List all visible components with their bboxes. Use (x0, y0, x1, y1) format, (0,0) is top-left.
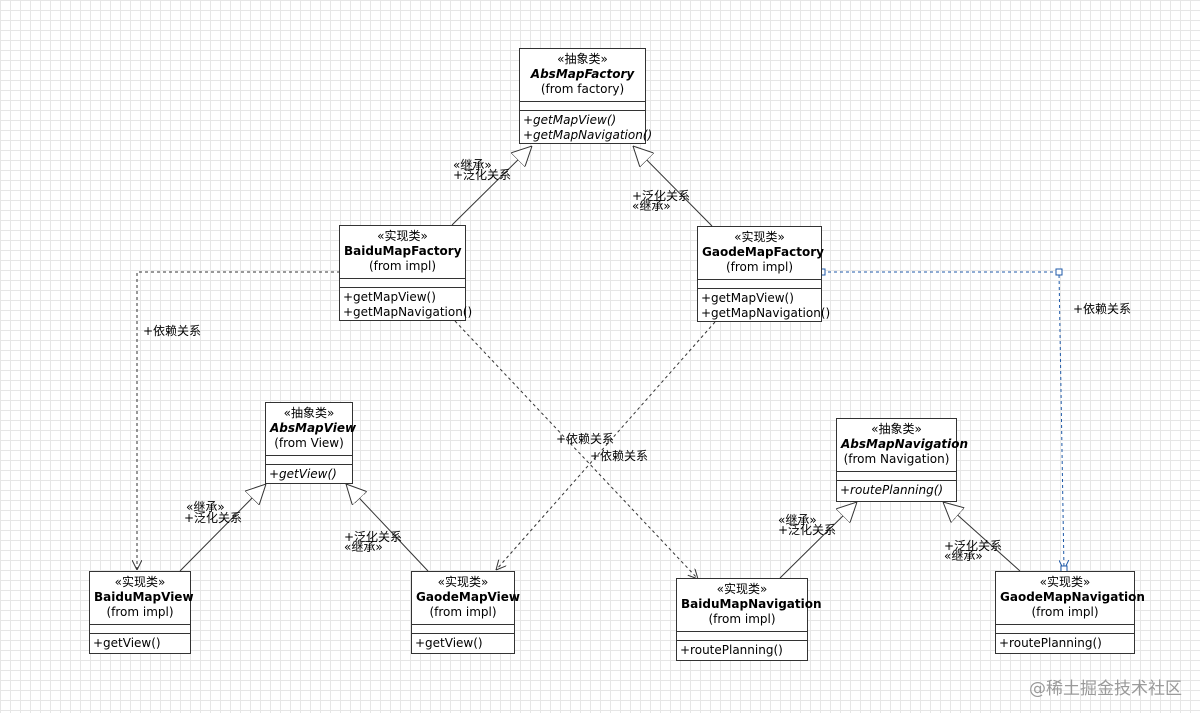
class-gaode-map-view[interactable]: «实现类» GaodeMapView (from impl) +getView(… (411, 571, 520, 654)
generalization-label: +泛化关系 (778, 523, 837, 537)
stereotype: «实现类» (377, 229, 428, 243)
package-label: (from impl) (1031, 605, 1099, 619)
package-label: (from View) (274, 436, 344, 450)
operations-compartment: +getMapView() +getMapNavigation() (698, 288, 831, 323)
package-label: (from impl) (429, 605, 497, 619)
class-gaode-map-factory[interactable]: «实现类» GaodeMapFactory (from impl) +getMa… (697, 226, 831, 323)
inherit-label: «继承» (944, 549, 983, 563)
attributes-compartment (698, 279, 821, 288)
class-name: BaiduMapView (94, 590, 194, 604)
class-gaode-map-navigation[interactable]: «实现类» GaodeMapNavigation (from impl) +ro… (995, 571, 1145, 654)
dependency-label: +依赖关系 (143, 324, 202, 338)
stereotype: «抽象类» (871, 422, 922, 436)
package-label: (from Navigation) (843, 452, 950, 466)
operation: +getMapView() (701, 291, 794, 305)
package-label: (from factory) (540, 82, 625, 96)
package-label: (from impl) (106, 605, 174, 619)
dep-baidu-factory-view (137, 271, 340, 570)
stereotype: «抽象类» (557, 52, 608, 66)
operations-compartment: +getMapView() +getMapNavigation() (340, 287, 473, 322)
package-label: (from impl) (725, 260, 794, 274)
operations-compartment: +routePlanning() (677, 640, 807, 660)
class-abs-map-factory[interactable]: «抽象类» AbsMapFactory (from factory) +getM… (519, 48, 653, 145)
operation: +routePlanning() (999, 636, 1102, 650)
gen-gaode-view (346, 484, 429, 572)
class-name: AbsMapNavigation (841, 437, 969, 451)
gen-baidu-factory (451, 146, 532, 226)
operation: +getView() (93, 636, 161, 650)
stereotype: «抽象类» (283, 406, 335, 420)
inherit-label: «继承» (186, 500, 225, 514)
generalization-label: +泛化关系 (344, 530, 403, 544)
class-name: AbsMapView (270, 421, 357, 435)
generalization-label: +泛化关系 (632, 189, 691, 203)
dependency-label: +依赖关系 (556, 432, 615, 446)
generalization-label: +泛化关系 (944, 539, 1003, 553)
watermark: @稀土掘金技术社区 (1029, 679, 1182, 699)
class-abs-map-view[interactable]: «抽象类» AbsMapView (from View) +getView() (265, 402, 357, 484)
class-baidu-map-navigation[interactable]: «实现类» BaiduMapNavigation (from impl) +ro… (676, 578, 822, 661)
inherit-label: «继承» (632, 199, 671, 213)
package-label: (from impl) (368, 259, 437, 273)
operation: +getMapNavigation() (523, 128, 653, 142)
stereotype: «实现类» (1039, 575, 1091, 589)
inherit-label: «继承» (453, 158, 492, 172)
operation: +getMapNavigation() (701, 306, 831, 320)
class-name: GaodeMapNavigation (1000, 590, 1145, 604)
gen-gaode-factory (633, 146, 713, 227)
class-baidu-map-factory[interactable]: «实现类» BaiduMapFactory (from impl) +getMa… (339, 225, 473, 322)
operation: +routePlanning() (840, 483, 944, 497)
operation: +getMapView() (523, 113, 617, 127)
operations-compartment: +routePlanning() (996, 633, 1134, 653)
inherit-label: «继承» (344, 540, 383, 554)
attributes-compartment (996, 624, 1134, 633)
operations-compartment: +getMapView() +getMapNavigation() (520, 110, 653, 145)
class-name: AbsMapFactory (530, 67, 635, 81)
attributes-compartment (412, 624, 514, 633)
operation: +getMapNavigation() (343, 305, 473, 319)
attributes-compartment (837, 471, 956, 480)
gen-baidu-view (179, 484, 266, 572)
operations-compartment: +getView() (412, 633, 514, 653)
package-label: (from impl) (708, 612, 776, 626)
attributes-compartment (340, 278, 465, 287)
class-abs-map-navigation[interactable]: «抽象类» AbsMapNavigation (from Navigation)… (836, 418, 969, 502)
stereotype: «实现类» (716, 582, 768, 596)
attributes-compartment (520, 101, 645, 110)
inherit-label: «继承» (778, 513, 817, 527)
class-name: BaiduMapFactory (344, 244, 462, 258)
generalization-label: +泛化关系 (453, 168, 512, 182)
operations-compartment: +routePlanning() (837, 480, 956, 500)
attributes-compartment (677, 631, 807, 640)
dep-gaode-factory-view (496, 321, 716, 570)
attributes-compartment (266, 455, 352, 464)
selection-handle[interactable] (1055, 268, 1063, 276)
operation: +getView() (269, 467, 337, 481)
stereotype: «实现类» (437, 575, 489, 589)
operation: +getMapView() (343, 290, 436, 304)
attributes-compartment (90, 624, 190, 633)
generalization-label: +泛化关系 (184, 511, 243, 525)
dep-baidu-factory-nav (454, 320, 698, 579)
class-name: BaiduMapNavigation (681, 597, 822, 611)
gen-baidu-nav (779, 502, 857, 579)
dependency-label: +依赖关系 (1073, 302, 1132, 316)
gen-gaode-nav (943, 502, 1021, 572)
operations-compartment: +getView() (266, 464, 352, 484)
dependency-label: +依赖关系 (590, 449, 649, 463)
operation: +routePlanning() (680, 643, 783, 657)
class-name: GaodeMapView (416, 590, 520, 604)
stereotype: «实现类» (114, 575, 166, 589)
class-name: GaodeMapFactory (702, 245, 824, 259)
operation: +getView() (415, 636, 483, 650)
class-baidu-map-view[interactable]: «实现类» BaiduMapView (from impl) +getView(… (89, 571, 194, 654)
stereotype: «实现类» (734, 230, 785, 244)
operations-compartment: +getView() (90, 633, 190, 653)
